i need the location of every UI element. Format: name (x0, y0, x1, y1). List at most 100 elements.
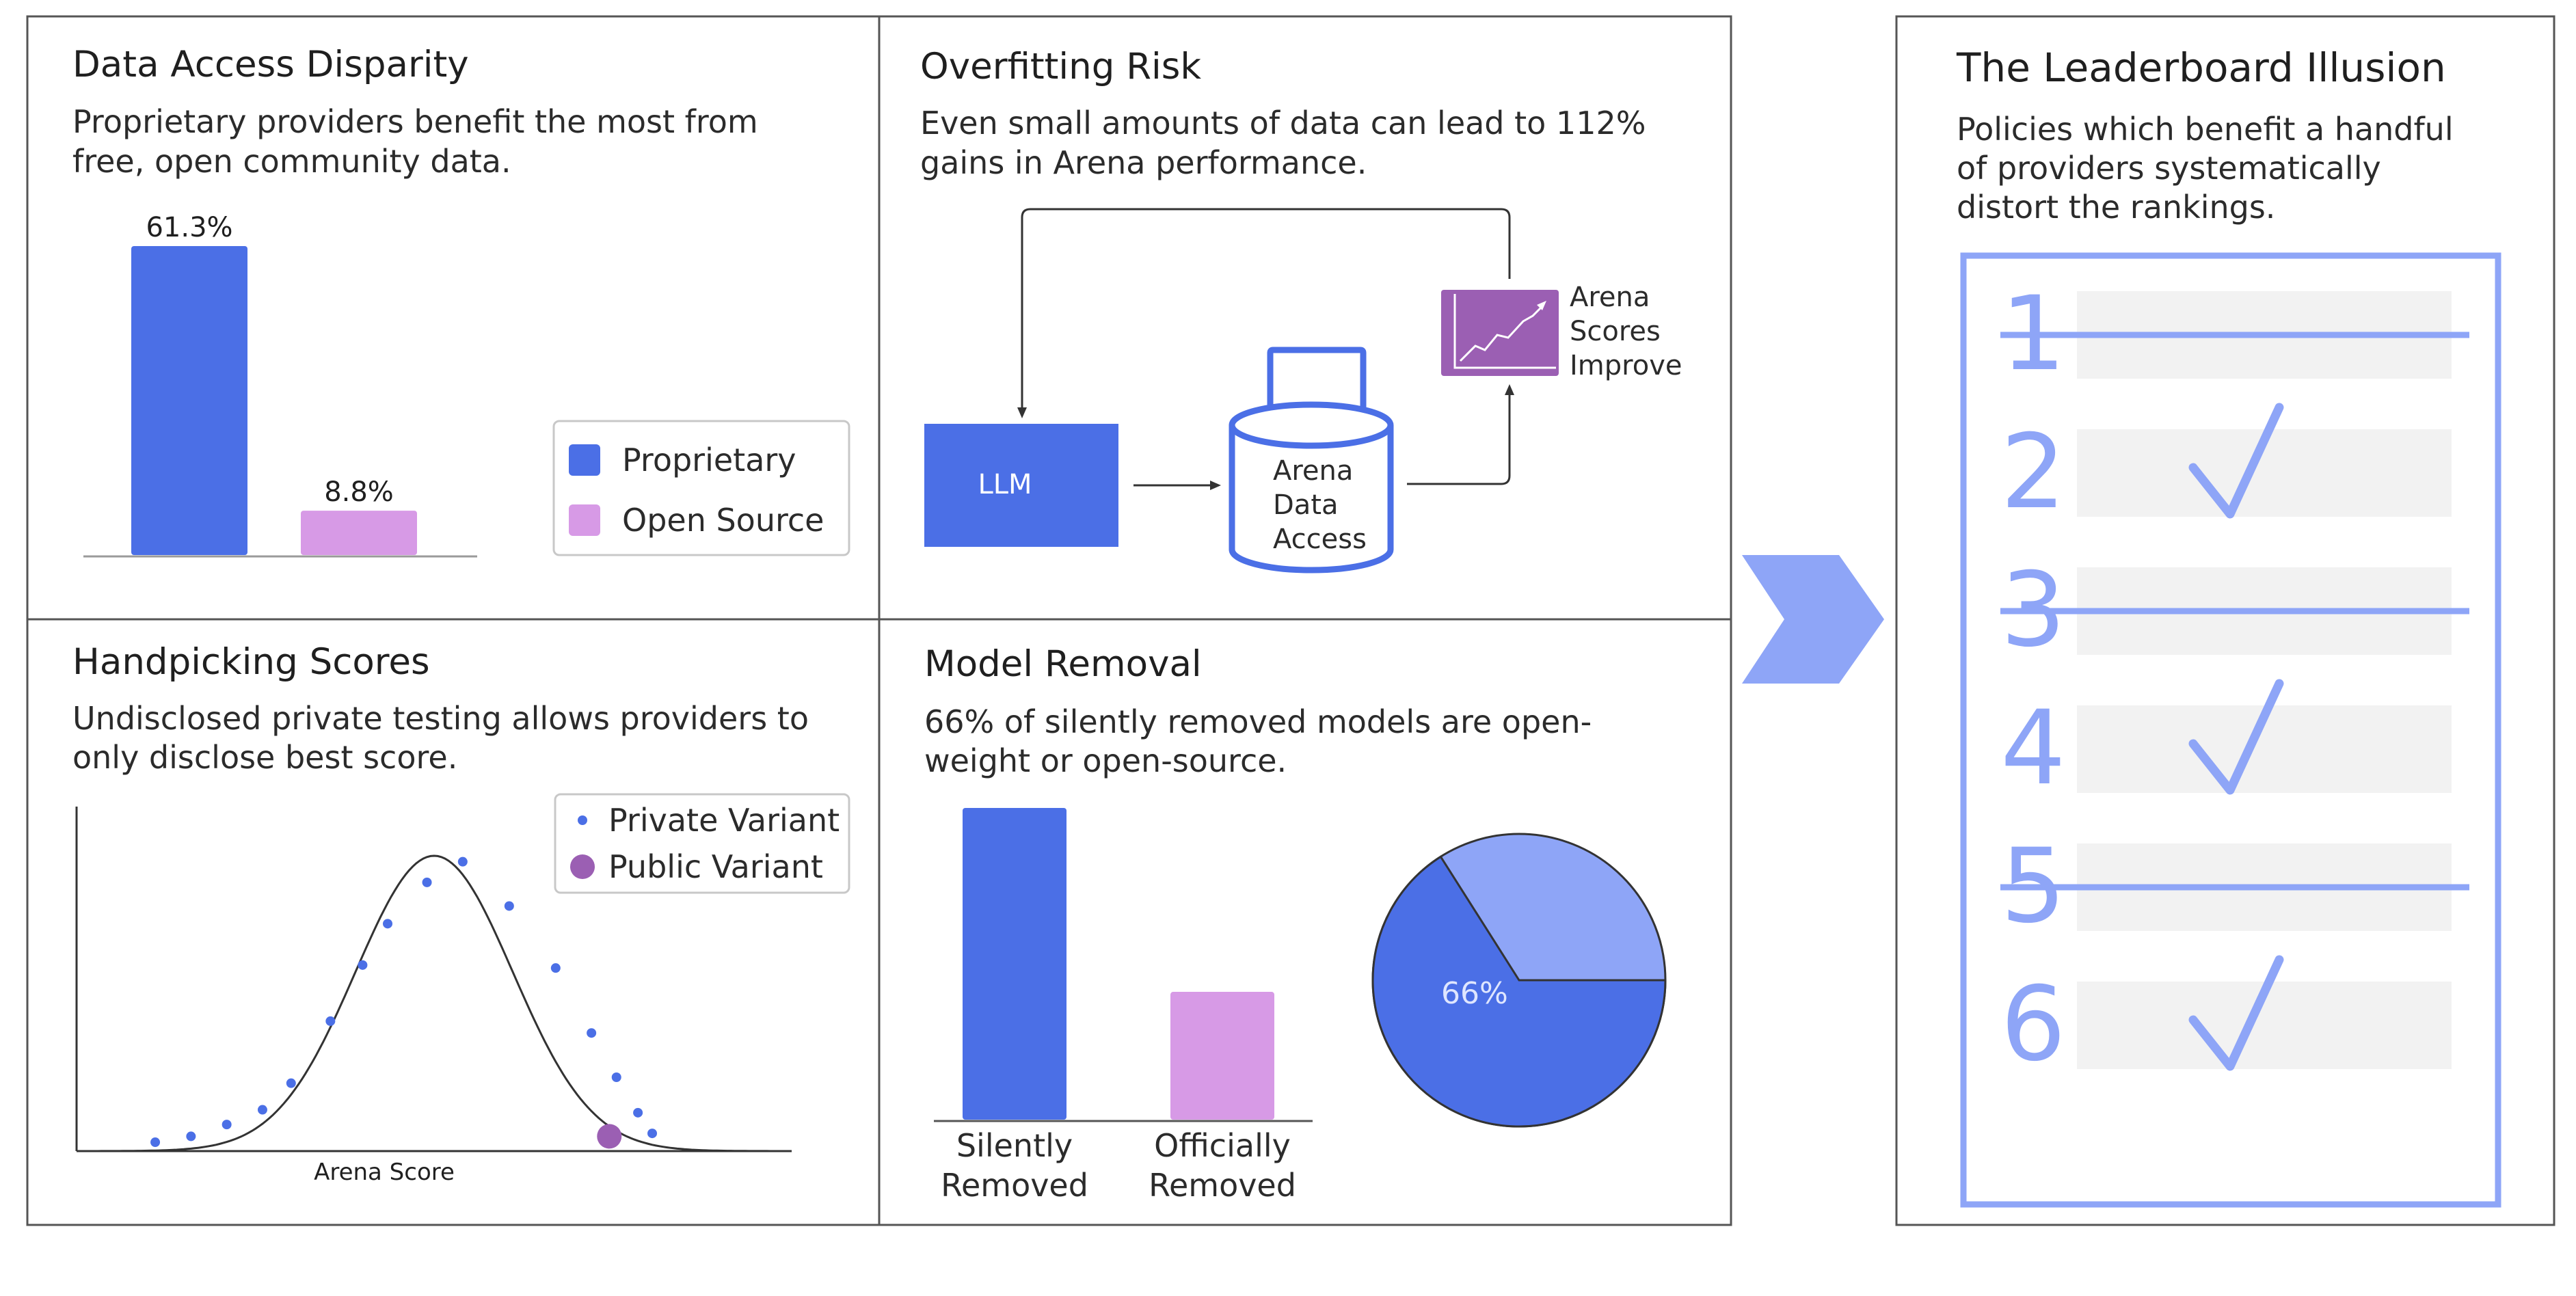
database-label-line-1: Arena (1273, 455, 1353, 487)
bar-officially-removed (1170, 992, 1274, 1120)
private-variant-point (325, 1016, 336, 1026)
panel-subtitle-line-1: 66% of silently removed models are open- (924, 703, 1592, 740)
check-icon (2188, 679, 2284, 795)
legend-label-open-source: Open Source (622, 502, 824, 539)
private-variant-point (633, 1107, 643, 1118)
leaderboard-panel-outline (1895, 15, 2555, 1226)
scores-improve-label-line-3: Improve (1570, 350, 1682, 381)
bar-label-silently-line-2: Removed (941, 1167, 1088, 1204)
private-variant-point (550, 963, 561, 973)
legend-swatch-open-source (569, 504, 600, 536)
panel-subtitle-line-2: only disclose best score. (72, 739, 457, 776)
bar-label-silently-line-1: Silently (956, 1127, 1073, 1164)
panel-data-access: Data Access Disparity Proprietary provid… (72, 44, 850, 558)
private-variant-point (358, 960, 368, 970)
database-label-line-3: Access (1273, 524, 1367, 555)
chart-icon-trend-line (1459, 305, 1544, 362)
panel-title: Model Removal (924, 643, 1202, 685)
feedback-arrowhead (1017, 407, 1027, 418)
chart-icon-axes (1453, 294, 1556, 369)
chevron-right-icon (1742, 555, 1884, 684)
private-variant-point (611, 1072, 621, 1082)
panel-handpicking: Handpicking Scores Undisclosed private t… (72, 641, 850, 1186)
panel-title: Overfitting Risk (920, 46, 1201, 87)
pie-slice-66 (1371, 855, 1667, 1128)
llm-label: LLM (978, 469, 1032, 500)
bar-silently-removed (963, 808, 1066, 1120)
check-icon (2188, 955, 2284, 1071)
curve-x-axis-label: Arena Score (314, 1159, 455, 1186)
rank-number: 2 (2000, 413, 2065, 532)
leaderboard-frame (1960, 252, 2501, 1208)
private-variant-point (504, 901, 514, 911)
rank-row: 3 (2000, 551, 2469, 670)
database-top (1229, 401, 1394, 449)
private-variant-point (186, 1131, 196, 1142)
legend-label-private-variant: Private Variant (608, 802, 840, 839)
panel-subtitle-line-2: of providers systematically (1957, 150, 2381, 187)
database-handle (1267, 347, 1367, 407)
private-variant-point (222, 1120, 232, 1130)
panel-subtitle-line-3: distort the rankings. (1957, 189, 2275, 226)
bar-value-label: 61.3% (146, 212, 232, 243)
panel-subtitle-line-2: weight or open-source. (924, 742, 1287, 779)
distribution-curve (77, 854, 792, 1152)
private-variant-point (286, 1078, 296, 1088)
private-variant-point (647, 1129, 658, 1139)
feedback-loop-arrow (1021, 208, 1511, 407)
panel-title: Handpicking Scores (72, 641, 430, 683)
model-removal-bar-chart (963, 808, 1274, 1120)
panel-subtitle-line-2: gains in Arena performance. (920, 144, 1367, 181)
db-to-scores-arrowhead (1505, 384, 1514, 395)
arena-score-distribution-chart (77, 854, 792, 1152)
bar-open-source (301, 511, 417, 555)
rank-row: 1 (2000, 275, 2469, 394)
bar-label-officially-line-1: Officially (1154, 1127, 1291, 1164)
panel-subtitle-line-1: Even small amounts of data can lead to 1… (920, 105, 1646, 141)
handpicking-legend: Private Variant Public Variant (554, 793, 850, 894)
rank-row: 4 (2000, 679, 2452, 808)
llm-box (924, 424, 1118, 547)
database-body (1229, 425, 1394, 573)
bar-proprietary (131, 246, 247, 555)
bar-value-label: 8.8% (324, 476, 394, 508)
panel-leaderboard: The Leaderboard Illusion Policies which … (1956, 44, 2501, 1208)
private-variant-point (457, 856, 468, 867)
panel-subtitle-line-1: Undisclosed private testing allows provi… (72, 700, 809, 737)
legend-box (554, 793, 850, 894)
rank-row: 6 (2000, 955, 2452, 1084)
private-variant-point (422, 877, 432, 887)
rank-row: 2 (2000, 403, 2452, 532)
check-icon (2188, 403, 2284, 519)
panel-subtitle-line-1: Proprietary providers benefit the most f… (72, 103, 758, 140)
private-variant-point (383, 919, 393, 929)
chart-icon-background (1441, 290, 1559, 376)
legend-box (552, 420, 850, 556)
database-label-line-2: Data (1273, 489, 1339, 521)
db-to-scores-arrow (1407, 395, 1511, 485)
rank-row: 5 (2000, 827, 2469, 946)
panel-title: The Leaderboard Illusion (1956, 44, 2446, 91)
public-variant-point (597, 1124, 622, 1149)
legend-swatch-proprietary (569, 444, 600, 476)
private-variant-point (257, 1105, 267, 1115)
panel-title: Data Access Disparity (72, 44, 469, 85)
legend-marker-public-variant (570, 854, 595, 879)
llm-to-db-arrowhead (1210, 481, 1221, 490)
chart-icon-arrowhead (1537, 301, 1546, 310)
scores-improve-chart-icon (1441, 290, 1559, 376)
leaderboard-rank-list: 1 2 3 4 5 6 (2000, 275, 2469, 1084)
rank-number: 4 (2000, 689, 2065, 808)
scores-improve-label-line-2: Scores (1570, 316, 1661, 347)
bar-label-officially-line-2: Removed (1149, 1167, 1296, 1204)
private-variant-point (150, 1137, 161, 1148)
private-variant-point (587, 1028, 597, 1038)
rank-number: 6 (2000, 965, 2065, 1084)
model-removal-pie-chart: 66% (1371, 833, 1667, 1128)
panel-subtitle-line-1: Policies which benefit a handful (1957, 111, 2454, 148)
scores-improve-label-line-1: Arena (1570, 282, 1650, 313)
legend-label-proprietary: Proprietary (622, 442, 796, 478)
data-access-legend: Proprietary Open Source (552, 420, 850, 556)
